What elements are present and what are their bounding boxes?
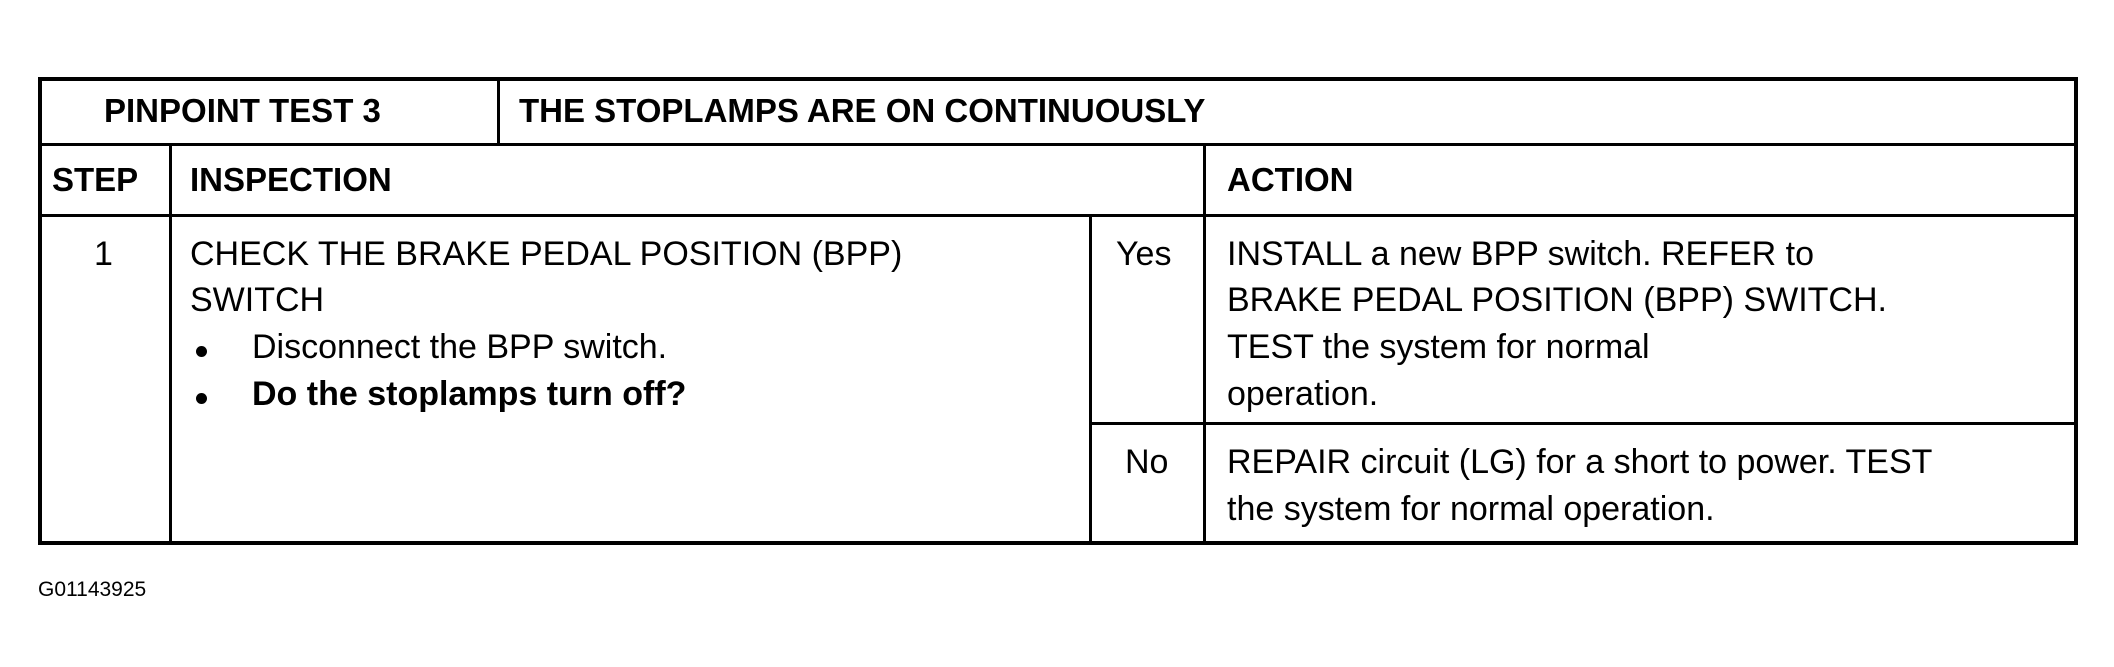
column-header-inspection: INSPECTION [190,161,392,198]
inspection-title-line2: SWITCH [190,281,325,319]
header-divider [42,143,2074,146]
answer-column-divider [1089,214,1092,541]
answer-no: No [1125,443,1169,481]
column-header-step: STEP [52,161,139,198]
bullet-icon [196,393,207,404]
action-no-line2: the system for normal operation. [1227,490,1715,528]
test-label: PINPOINT TEST 3 [104,92,381,129]
inspection-bullet-2: Do the stoplamps turn off? [252,375,687,413]
pinpoint-test-table: PINPOINT TEST 3 THE STOPLAMPS ARE ON CON… [38,77,2078,545]
action-yes-line2: BRAKE PEDAL POSITION (BPP) SWITCH. [1227,281,1887,319]
column-header-action: ACTION [1227,161,1354,198]
test-title: THE STOPLAMPS ARE ON CONTINUOUSLY [519,92,1206,129]
figure-id: G01143925 [38,578,147,601]
bullet-icon [196,346,207,357]
outcome-divider [1089,422,2074,425]
step-column-divider [169,143,172,541]
title-divider [497,81,500,143]
action-yes-line1: INSTALL a new BPP switch. REFER to [1227,235,1815,273]
answer-yes: Yes [1116,235,1172,273]
inspection-bullet-1: Disconnect the BPP switch. [252,328,668,366]
inspection-title-line1: CHECK THE BRAKE PEDAL POSITION (BPP) [190,235,903,273]
action-column-divider [1203,143,1206,541]
action-no-line1: REPAIR circuit (LG) for a short to power… [1227,443,1933,481]
step-number: 1 [94,235,113,273]
action-yes-line3: TEST the system for normal [1227,328,1650,366]
column-header-divider [42,214,2074,217]
action-yes-line4: operation. [1227,375,1379,413]
